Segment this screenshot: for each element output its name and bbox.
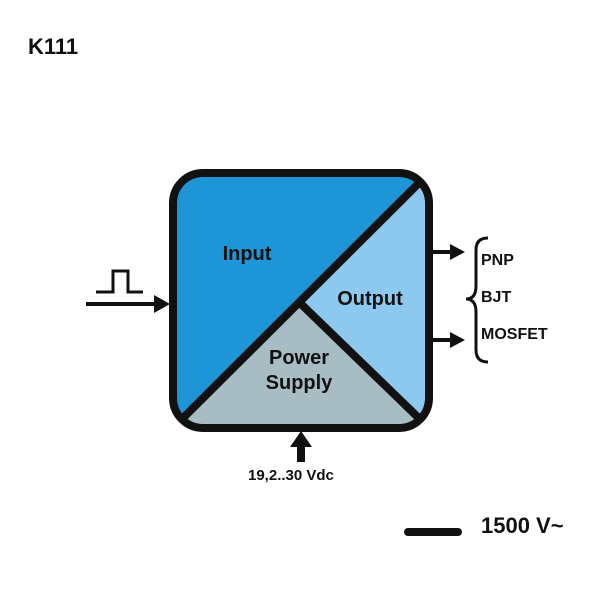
output-brace: [465, 236, 489, 364]
output-type-mosfet: MOSFET: [481, 326, 548, 343]
output-arrow-top-head: [450, 244, 465, 260]
output-label: Output: [337, 288, 403, 310]
input-arrow-head: [154, 295, 170, 313]
diagonal-divider: [173, 173, 429, 428]
output-type-bjt: BJT: [481, 289, 512, 306]
power-label-line1: Power: [269, 347, 329, 369]
pulse-signal-icon: [96, 269, 143, 294]
supply-voltage-label: 19,2..30 Vdc: [248, 467, 334, 484]
model-title: K111: [28, 34, 79, 59]
supply-arrow-head: [290, 431, 312, 447]
output-type-pnp: PNP: [481, 252, 514, 269]
power-divider: [297, 300, 429, 428]
isolation-voltage-label: 1500 V~: [481, 513, 564, 538]
power-label-line2: Supply: [266, 372, 334, 394]
converter-box: [169, 169, 433, 432]
output-arrow-bottom-head: [450, 332, 465, 348]
power-supply-region: [173, 305, 429, 428]
input-label: Input: [223, 243, 272, 265]
output-region: [300, 173, 429, 428]
